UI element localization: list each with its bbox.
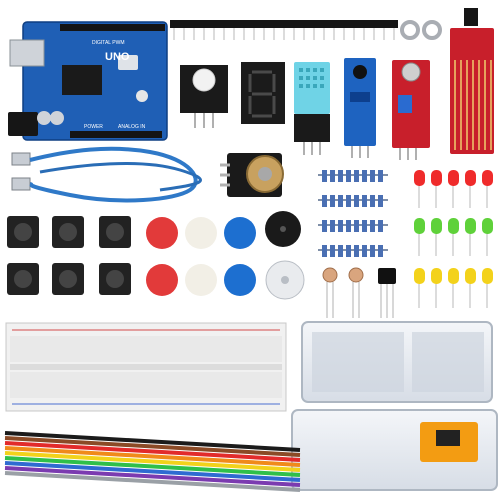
potentiometer (220, 153, 284, 197)
board-name: UNO (105, 51, 130, 63)
green-leds (414, 218, 493, 256)
board-subtitle: DIGITAL PWM (92, 40, 125, 46)
storage-box (291, 321, 498, 491)
rgb-led-module (180, 65, 228, 128)
button-caps (146, 217, 256, 296)
ir-sensor-module (344, 58, 376, 158)
board-analog-label: ANALOG IN (118, 124, 146, 130)
photoresistor (322, 267, 364, 318)
pin-header-strip (170, 20, 398, 40)
usb-cable (11, 146, 202, 203)
board-power-label: POWER (84, 124, 103, 130)
yellow-leds (414, 268, 493, 308)
seven-segment-display (241, 62, 285, 124)
resistor-set (318, 170, 388, 257)
washer (400, 20, 420, 40)
dht11-sensor (294, 62, 330, 155)
jumper-wires (4, 431, 301, 497)
buzzer (265, 211, 305, 300)
transistor (378, 268, 396, 318)
red-leds (414, 170, 493, 208)
breadboard (5, 322, 287, 412)
tactile-switches (7, 216, 131, 295)
water-level-sensor (450, 8, 494, 154)
sound-sensor-module (392, 60, 430, 160)
washer (422, 20, 442, 40)
arduino-uno-board: UNO DIGITAL PWM POWER ANALOG IN (8, 21, 168, 141)
